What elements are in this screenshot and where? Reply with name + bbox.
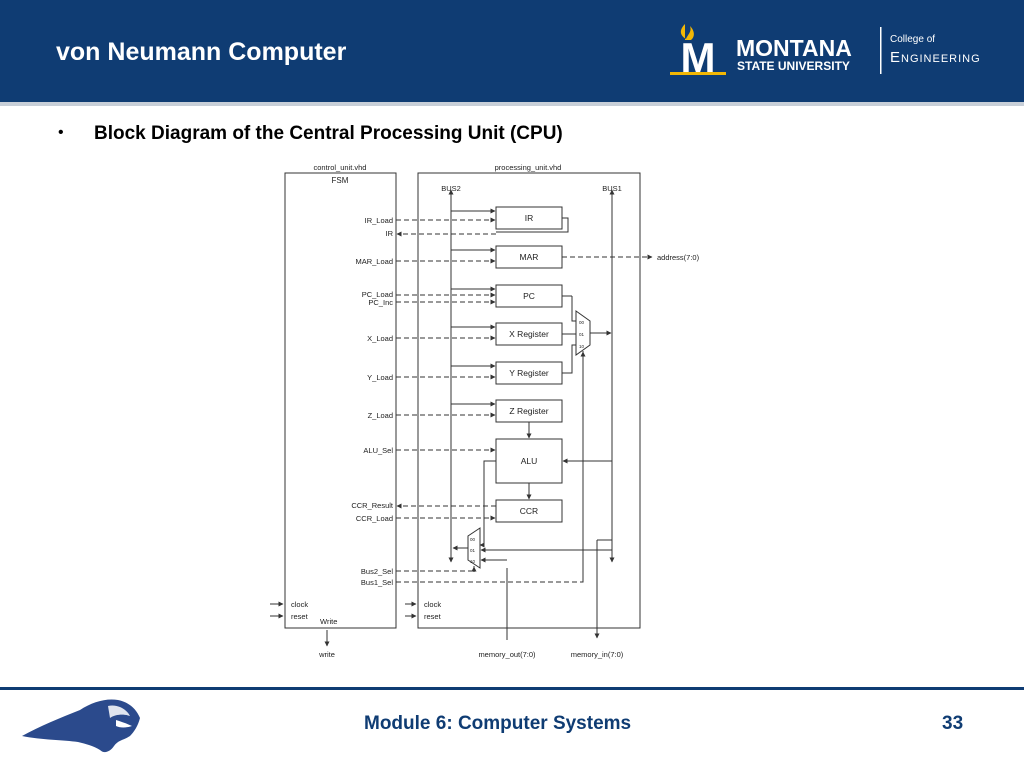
slide-header: von Neumann Computer M MONTANA STATE UNI…	[0, 0, 1024, 102]
processing-unit-box	[417, 172, 641, 629]
bobcat-logo-icon	[22, 699, 140, 753]
bullet-icon: •	[58, 124, 64, 141]
bus1-mux	[575, 310, 591, 356]
ir-load-label: IR_Load	[365, 216, 393, 225]
cu-clock-label: clock	[291, 600, 308, 609]
z-register-label: Z Register	[509, 406, 548, 416]
control-unit-box	[284, 172, 397, 629]
ccr-block-label: CCR	[520, 506, 538, 516]
logo-underline	[670, 72, 726, 75]
ccr-load-label: CCR_Load	[356, 514, 393, 523]
slide-title: von Neumann Computer	[56, 38, 347, 66]
logo-divider	[880, 27, 882, 74]
alu-block-label: ALU	[521, 456, 538, 466]
pc-block-label: PC	[523, 291, 535, 301]
ccr-result-label: CCR_Result	[351, 501, 394, 510]
memory-in-label: memory_in(7:0)	[571, 650, 624, 659]
y-register-label: Y Register	[509, 368, 549, 378]
control-file-label: control_unit.vhd	[314, 163, 367, 172]
bus2-mux	[467, 527, 481, 569]
university-line1: MONTANA	[736, 35, 852, 61]
pc-load-label: PC_Load	[362, 290, 393, 299]
fsm-label: FSM	[332, 176, 349, 185]
mux1-in1: 01	[579, 332, 585, 337]
cpu-block-diagram: control_unit.vhd processing_unit.vhd FSM…	[270, 163, 700, 659]
mux2-in0: 00	[470, 537, 476, 542]
header-divider	[0, 102, 1024, 106]
bus2-sel-label: Bus2_Sel	[361, 567, 393, 576]
mar-load-label: MAR_Load	[355, 257, 393, 266]
pu-reset-label: reset	[424, 612, 442, 621]
ir-block-label: IR	[525, 213, 534, 223]
bus1-label: BUS1	[602, 184, 622, 193]
address-port-label: address(7:0)	[657, 253, 700, 262]
cu-reset-label: reset	[291, 612, 309, 621]
write-output-label: write	[318, 650, 335, 659]
flame-icon	[680, 24, 694, 40]
z-load-label: Z_Load	[368, 411, 393, 420]
x-register-label: X Register	[509, 329, 549, 339]
college-line2: Engineering	[890, 49, 981, 66]
y-load-label: Y_Load	[367, 373, 393, 382]
msu-engineering-logo: M MONTANA STATE UNIVERSITY College of En…	[670, 24, 981, 80]
alu-sel-label: ALU_Sel	[363, 446, 393, 455]
cu-write-label: Write	[320, 617, 337, 626]
bus1-sel-label: Bus1_Sel	[361, 578, 393, 587]
bullet-text: Block Diagram of the Central Processing …	[94, 123, 563, 144]
mar-block-label: MAR	[520, 252, 539, 262]
pu-clock-label: clock	[424, 600, 441, 609]
bus2-label: BUS2	[441, 184, 461, 193]
x-load-label: X_Load	[367, 334, 393, 343]
college-line1: College of	[890, 34, 935, 45]
ccr-block	[495, 499, 563, 523]
memory-out-label: memory_out(7:0)	[478, 650, 536, 659]
ir-label: IR	[386, 229, 394, 238]
mux1-in0: 00	[579, 320, 585, 325]
footer-module-title: Module 6: Computer Systems	[364, 713, 632, 734]
page-number: 33	[942, 713, 964, 734]
mux1-in2: 10	[579, 344, 585, 349]
university-line2: STATE UNIVERSITY	[737, 59, 850, 73]
footer-divider	[0, 687, 1024, 690]
processing-file-label: processing_unit.vhd	[495, 163, 562, 172]
mux2-in1: 01	[470, 548, 476, 553]
pc-inc-label: PC_Inc	[368, 298, 393, 307]
mux2-in2: 10	[470, 559, 476, 564]
